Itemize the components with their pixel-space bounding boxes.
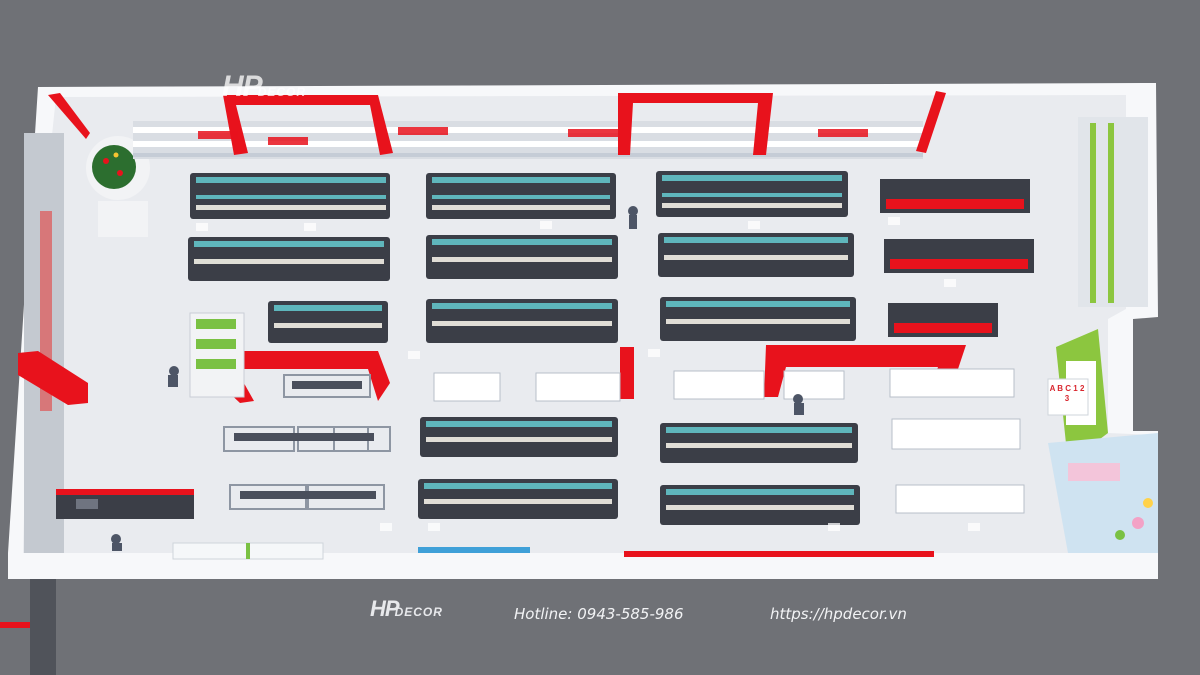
white-display-tables xyxy=(433,368,1025,514)
product-strips xyxy=(194,175,854,495)
bottom-shelf-blue xyxy=(418,547,530,553)
bottom-red-strip xyxy=(624,551,934,557)
alphabet-sign xyxy=(1047,378,1089,416)
red-post xyxy=(620,347,634,399)
decor-box xyxy=(98,201,148,237)
red-entrance-arch xyxy=(18,351,88,405)
red-arch-mid-left xyxy=(208,351,390,403)
back-wall-shelves xyxy=(133,121,923,159)
website-link[interactable]: https://hpdecor.vn xyxy=(770,605,907,623)
shopper-figures xyxy=(111,206,804,551)
red-frame-right-top xyxy=(916,91,946,153)
red-arch-mid-right xyxy=(764,345,966,397)
gondola-row-2 xyxy=(188,233,854,281)
exterior-red-post xyxy=(0,622,50,628)
red-display-racks xyxy=(880,179,1034,337)
christmas-tree xyxy=(92,145,136,189)
red-gate-1 xyxy=(223,95,393,155)
logo-footer: HPDECOR xyxy=(370,596,443,621)
store-floor-plan xyxy=(8,83,1158,579)
logo-watermark-top: HPDECOR xyxy=(222,70,307,103)
exterior-wall xyxy=(30,579,56,675)
red-gate-2 xyxy=(618,93,773,155)
kids-alphabet-sign-text: A B C 1 2 3 xyxy=(1049,384,1085,403)
hotline-text: Hotline: 0943-585-986 xyxy=(514,605,684,623)
red-frame-left-top xyxy=(48,93,90,139)
